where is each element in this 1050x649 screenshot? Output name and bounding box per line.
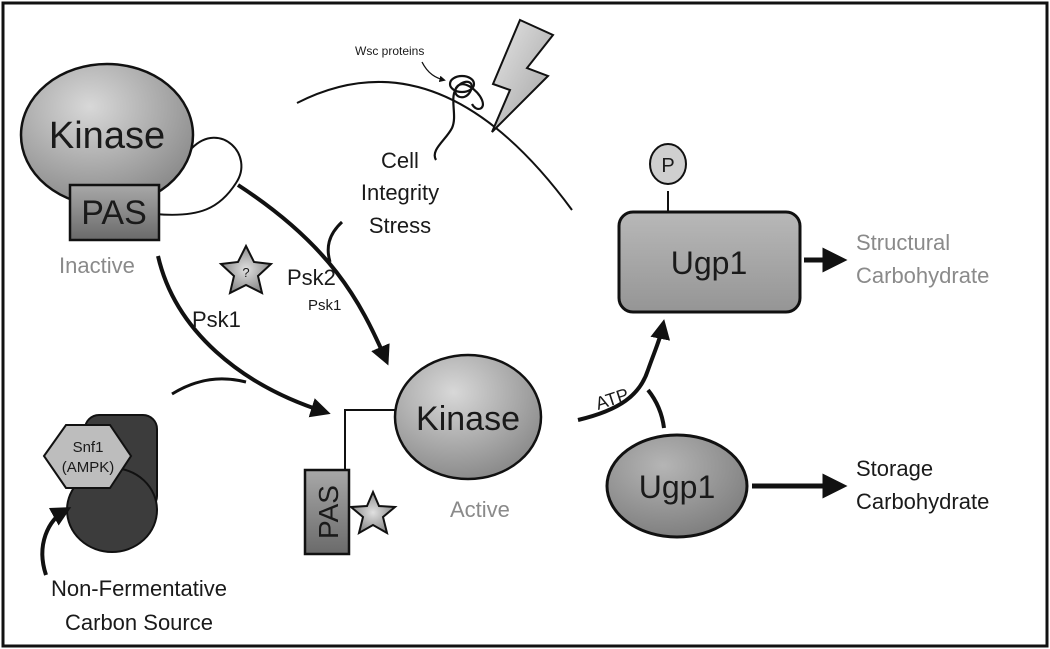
- kinase-inactive-label: Kinase: [49, 115, 165, 157]
- psk1-label: Psk1: [192, 307, 241, 332]
- pas-inactive-box: [68, 183, 161, 242]
- psk1-arrow: [156, 255, 331, 418]
- phospho-label: P: [661, 155, 674, 177]
- wsc-proteins-label: Wsc proteins: [355, 44, 424, 58]
- snf1-label: Snf1: [73, 439, 104, 456]
- inactive-label: Inactive: [59, 253, 135, 278]
- ugp1-top-box: [617, 210, 802, 314]
- wsc-pointer-arrow: [421, 61, 446, 83]
- phospho-circle: [649, 143, 687, 185]
- unknown-question-label: ?: [242, 265, 249, 280]
- ugp1-unphosphorylated: Ugp1: [605, 433, 749, 539]
- kinase-active-body: [393, 353, 543, 481]
- structural-line1: Structural: [856, 230, 950, 255]
- psk2-label: Psk2: [287, 265, 336, 290]
- snf1-ampk-complex: Snf1 (AMPK): [42, 414, 158, 553]
- storage-line2: Carbohydrate: [856, 489, 989, 514]
- active-label: Active: [450, 497, 510, 522]
- ugp1-substrate-curve: [646, 388, 666, 429]
- structural-line2: Carbohydrate: [856, 263, 989, 288]
- pas-active-box: [303, 468, 351, 556]
- ugp1-phosphorylated: P Ugp1: [617, 143, 802, 314]
- ugp1-top-label: Ugp1: [671, 245, 748, 281]
- wsc-protein-icon: [433, 74, 484, 161]
- unknown-ligand-star-icon: ?: [218, 243, 274, 295]
- atp-arrow: [577, 319, 671, 422]
- active-kinase-complex: Kinase PAS Active: [303, 353, 543, 556]
- snf1-hexagon: [42, 424, 133, 489]
- linker-loop: [154, 136, 243, 216]
- pas-inactive-label: PAS: [81, 194, 147, 232]
- snf1-input-curve: [171, 377, 247, 396]
- pas-active-label: PAS: [313, 485, 344, 539]
- storage-line1: Storage: [856, 456, 933, 481]
- ugp1-bottom-label: Ugp1: [639, 469, 716, 505]
- nonferm-arrow: [40, 507, 72, 576]
- stress-lightning-icon: [491, 18, 555, 133]
- cell-integrity-line2: Integrity: [361, 180, 439, 205]
- psk2-arrow: [236, 183, 390, 366]
- cell-membrane: [296, 81, 573, 211]
- stress-input-curve: [326, 220, 344, 263]
- psk1-small-label: Psk1: [308, 297, 341, 314]
- inactive-kinase-complex: Kinase PAS Inactive: [19, 62, 243, 278]
- bound-ligand-star-icon: [348, 489, 398, 536]
- cell-integrity-line1: Cell: [381, 148, 419, 173]
- nonferm-line1: Non-Fermentative: [51, 576, 227, 601]
- kinase-active-label: Kinase: [416, 400, 520, 438]
- ugp1-bottom-oval: [605, 433, 749, 539]
- ampk-label: (AMPK): [62, 459, 115, 476]
- nonferm-line2: Carbon Source: [65, 610, 213, 635]
- cell-integrity-line3: Stress: [369, 213, 431, 238]
